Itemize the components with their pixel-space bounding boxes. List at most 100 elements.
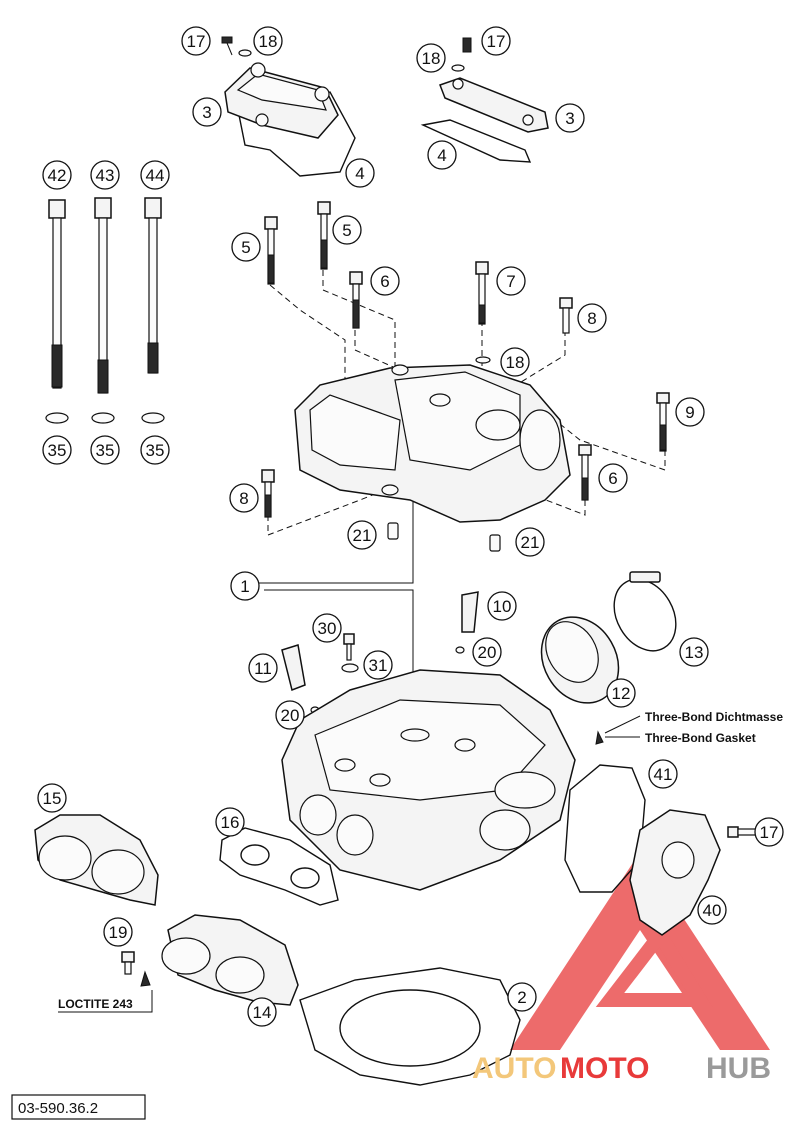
callout-label: 35 (48, 441, 67, 460)
part-code: 03-590.36.2 (18, 1100, 98, 1117)
callout-circle (37, 783, 67, 813)
callout-label: 5 (342, 221, 351, 240)
callout-42: 42 (42, 160, 72, 190)
callout-circle (555, 103, 585, 133)
callout-circle (577, 303, 607, 333)
exhaust-flange-15 (34, 814, 159, 906)
cylinder-head-bolts (45, 197, 165, 424)
callout-circle (345, 158, 375, 188)
callout-label: 17 (487, 32, 506, 51)
callout-label: 35 (96, 441, 115, 460)
callout-label: 19 (109, 923, 128, 942)
watermark-logo (510, 852, 770, 1050)
callout-circle (230, 571, 260, 601)
callout-6: 6 (370, 266, 400, 296)
bolt-19 (58, 951, 153, 1013)
valve-cover-gasket-left (237, 91, 356, 177)
callout-circle (496, 266, 526, 296)
callout-8: 8 (229, 483, 259, 513)
callout-circle (253, 26, 283, 56)
callout-41: 41 (648, 759, 678, 789)
callout-label: 8 (587, 309, 596, 328)
callout-circle (229, 483, 259, 513)
callout-15: 15 (37, 783, 67, 813)
note-loctite: LOCTITE 243 (58, 997, 133, 1011)
callout-circle (90, 435, 120, 465)
callout-label: 15 (43, 789, 62, 808)
callout-circle (487, 591, 517, 621)
callout-label: 3 (202, 103, 211, 122)
callout-16: 16 (215, 807, 245, 837)
head-gasket (299, 967, 521, 1086)
callout-label: 1 (240, 577, 249, 596)
callout-label: 10 (493, 597, 512, 616)
callout-18: 18 (416, 43, 446, 73)
callout-21: 21 (347, 520, 377, 550)
callout-12: 12 (606, 678, 636, 708)
callout-label: 40 (703, 901, 722, 920)
callout-label: 18 (422, 49, 441, 68)
callout-label: 30 (318, 619, 337, 638)
callout-circle (90, 160, 120, 190)
callout-3: 3 (555, 103, 585, 133)
callout-circle (312, 613, 342, 643)
callout-label: 21 (353, 526, 372, 545)
timing-cover (629, 809, 759, 936)
callout-label: 42 (48, 166, 67, 185)
callout-circle (515, 527, 545, 557)
callout-circle (370, 266, 400, 296)
callout-label: 9 (685, 403, 694, 422)
callout-9: 9 (675, 397, 705, 427)
valve-cover-left (221, 36, 356, 177)
callout-label: 6 (380, 272, 389, 291)
callout-35: 35 (90, 435, 120, 465)
valve-parts (281, 591, 479, 714)
callout-21: 21 (515, 527, 545, 557)
callout-circle (500, 347, 530, 377)
callout-circle (192, 97, 222, 127)
exhaust-gasket-16 (219, 827, 339, 906)
callout-44: 44 (140, 160, 170, 190)
valve-cover-gasket-right (420, 119, 532, 163)
callout-circle (42, 160, 72, 190)
callout-label: 18 (259, 32, 278, 51)
callout-label: 14 (253, 1003, 272, 1022)
callout-circle (363, 650, 393, 680)
callout-circle (215, 807, 245, 837)
callout-circle (248, 653, 278, 683)
callout-label: 3 (565, 109, 574, 128)
callout-14: 14 (247, 997, 277, 1027)
callout-circle (231, 232, 261, 262)
watermark-hub: HUB (706, 1052, 771, 1085)
callout-17: 17 (754, 817, 784, 847)
callout-label: 43 (96, 166, 115, 185)
callout-11: 11 (248, 653, 278, 683)
callout-label: 20 (478, 643, 497, 662)
callout-17: 17 (181, 26, 211, 56)
callout-circle (754, 817, 784, 847)
callout-circle (697, 895, 727, 925)
watermark-auto: AUTO (472, 1052, 556, 1085)
callout-10: 10 (487, 591, 517, 621)
callout-35: 35 (42, 435, 72, 465)
callout-label: 16 (221, 813, 240, 832)
callout-circle (606, 678, 636, 708)
watermark-moto: MOTO (560, 1052, 649, 1085)
callout-40: 40 (697, 895, 727, 925)
callout-label: 18 (506, 353, 525, 372)
callout-circle (675, 397, 705, 427)
callout-circle (416, 43, 446, 73)
callout-5: 5 (332, 215, 362, 245)
callout-label: 31 (369, 656, 388, 675)
valve-cover-right (420, 37, 549, 163)
callout-label: 7 (506, 272, 515, 291)
callout-18: 18 (500, 347, 530, 377)
callout-circle (103, 917, 133, 947)
callout-4: 4 (345, 158, 375, 188)
callout-19: 19 (103, 917, 133, 947)
callout-circle (332, 215, 362, 245)
callout-43: 43 (90, 160, 120, 190)
callout-label: 21 (521, 533, 540, 552)
